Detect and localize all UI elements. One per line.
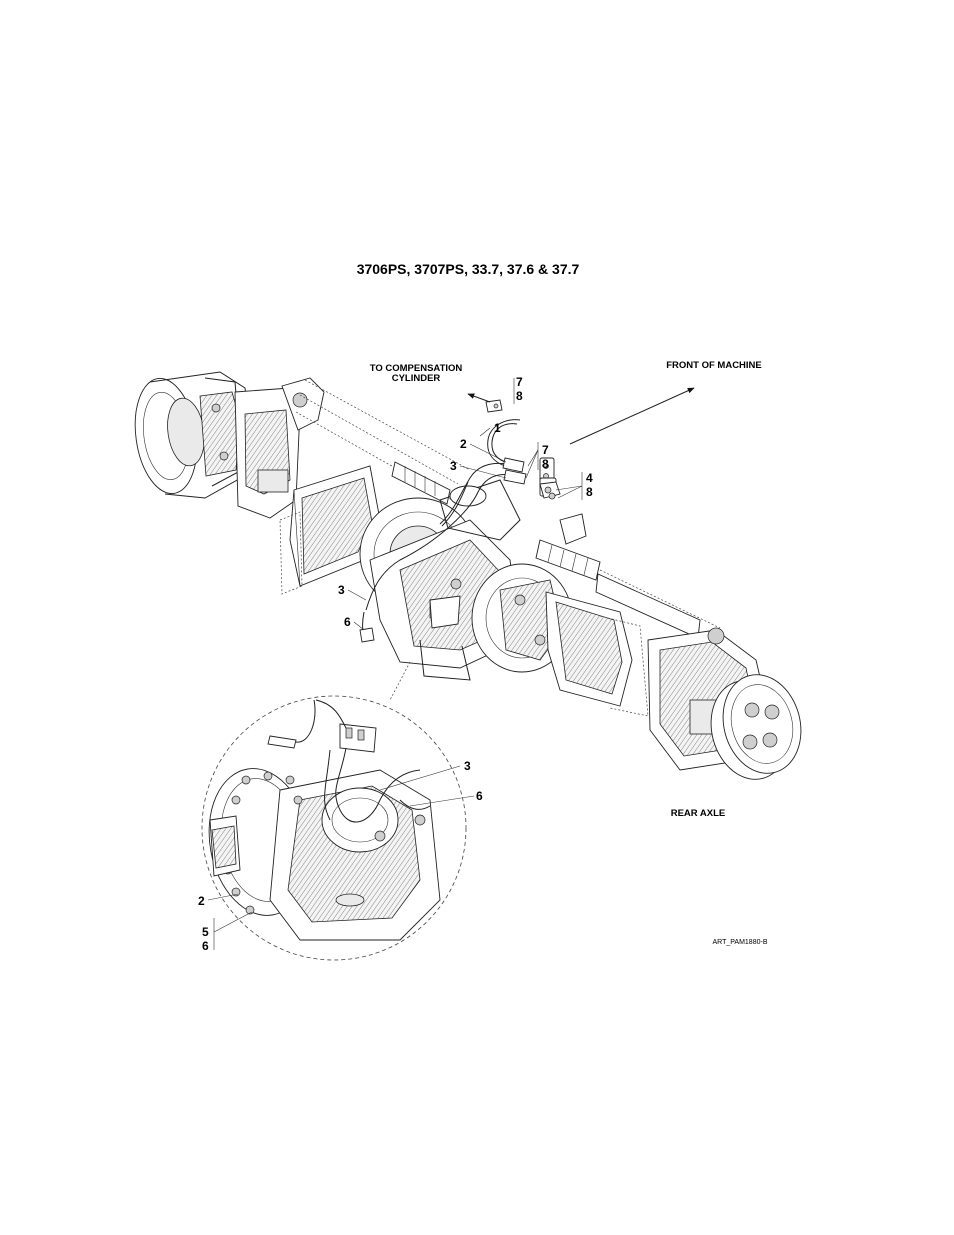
callout-3-top: 3 [450, 459, 457, 473]
callout-6b-detail: 6 [202, 939, 209, 953]
front-of-machine-label: FRONT OF MACHINE [666, 360, 762, 371]
callout-5-detail: 5 [202, 925, 209, 939]
to-compensation-label-line2: CYLINDER [392, 373, 441, 384]
detail-view [198, 696, 466, 960]
callout-3-detail: 3 [464, 759, 471, 773]
axle-assembly [128, 372, 811, 788]
hose-1 [488, 420, 520, 466]
callout-2: 2 [460, 437, 467, 451]
callout-6-detail: 6 [476, 789, 483, 803]
rear-axle-label: REAR AXLE [671, 808, 726, 819]
callout-8-right: 8 [586, 485, 593, 499]
figure-title: 3706PS, 3707PS, 33.7, 37.6 & 37.7 [357, 261, 580, 277]
callout-6-left: 6 [344, 615, 351, 629]
callout-8-top: 8 [516, 389, 523, 403]
to-compensation-arrow [468, 394, 490, 402]
right-arm-box [546, 592, 648, 716]
callout-4: 4 [586, 471, 593, 485]
callout-7-mid: 7 [542, 443, 549, 457]
callout-2-detail: 2 [198, 894, 205, 908]
art-reference-label: ART_PAM1880-B [713, 939, 768, 946]
front-of-machine-arrow [570, 388, 694, 444]
callout-8-mid: 8 [542, 457, 549, 471]
detail-leader [390, 662, 410, 700]
callout-7-top: 7 [516, 375, 523, 389]
callout-1: 1 [494, 421, 501, 435]
callout-3-left: 3 [338, 583, 345, 597]
